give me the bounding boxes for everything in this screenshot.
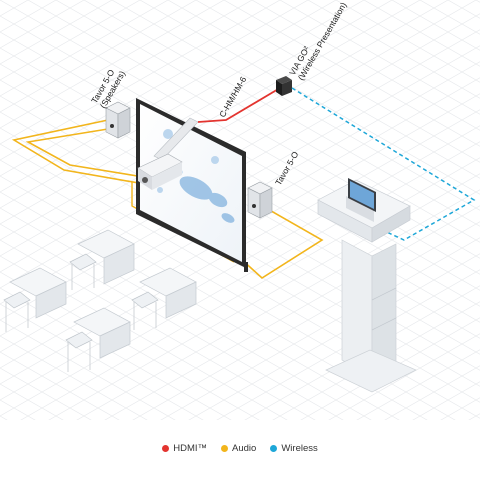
legend-item-hdmi: HDMI™ — [162, 443, 207, 454]
legend-item-wireless: Wireless — [270, 443, 318, 454]
via-go-device — [276, 76, 292, 96]
audio-cable — [11, 119, 151, 186]
chair-group — [3, 253, 159, 372]
audio-dot-icon — [221, 445, 229, 452]
hdmi-dot-icon — [162, 445, 170, 452]
speaker-right — [247, 181, 273, 219]
projector — [137, 117, 199, 190]
legend-item-audio: Audio — [221, 443, 256, 454]
podium — [317, 179, 417, 393]
legend-label: Audio — [232, 443, 257, 454]
speaker-top — [105, 101, 131, 139]
hdmi-cable — [197, 87, 281, 123]
laptop — [346, 178, 376, 222]
desk-group — [9, 229, 197, 359]
legend-label: Wireless — [281, 443, 318, 454]
audio-cable — [25, 127, 151, 179]
wireless-link — [291, 87, 476, 241]
legend-label: HDMI™ — [173, 443, 208, 454]
legend: HDMI™ Audio Wireless — [0, 443, 480, 454]
wireless-dot-icon — [270, 445, 278, 452]
